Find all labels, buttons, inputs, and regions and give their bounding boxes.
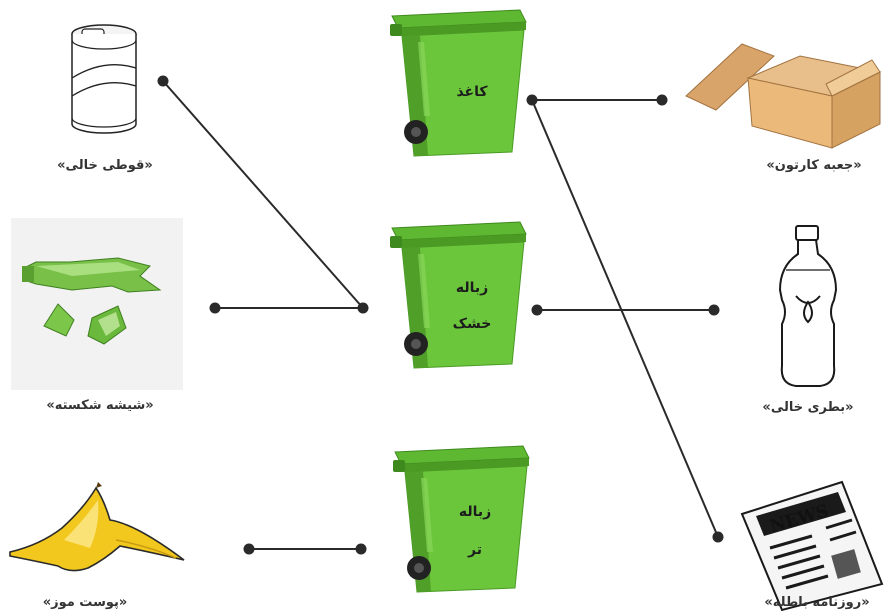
bin-paper-label: کاغذ <box>456 84 488 100</box>
caption-cardboard-box: «جعبه کارتون» <box>752 158 876 173</box>
dot-bottle <box>709 305 720 316</box>
caption-empty-bottle: «بطری خالی» <box>756 400 860 415</box>
bin-wet-label-line1: زباله <box>459 504 491 520</box>
line-newspaper-to-paper <box>532 100 718 537</box>
caption-newspaper: «روزنامه باطله» <box>750 595 884 610</box>
bin-wet: زباله تر <box>393 446 529 592</box>
caption-empty-can: «قوطی خالی» <box>48 158 162 173</box>
dot-dry-left <box>358 303 369 314</box>
dot-paper-right <box>527 95 538 106</box>
banana-peel-illustration <box>10 482 184 571</box>
dot-newspaper <box>713 532 724 543</box>
dot-box <box>657 95 668 106</box>
cardboard-box-illustration <box>686 44 880 148</box>
dot-dry-right <box>532 305 543 316</box>
bin-dry-label-line2: خشک <box>453 316 492 332</box>
bin-paper: کاغذ <box>390 10 526 156</box>
broken-glass-illustration <box>11 218 183 390</box>
bin-wet-label-line2: تر <box>467 542 482 558</box>
plastic-bottle-illustration <box>780 226 836 386</box>
empty-can-illustration <box>72 25 136 133</box>
line-can-to-dry <box>163 81 363 308</box>
dot-glass <box>210 303 221 314</box>
bin-dry-label-line1: زباله <box>456 280 488 296</box>
caption-banana-peel: «پوست موز» <box>30 595 140 610</box>
dot-wet-left <box>356 544 367 555</box>
caption-broken-glass: «شیشه شکسته» <box>38 398 162 413</box>
newspaper-illustration: NEWS <box>742 482 882 610</box>
dot-can <box>158 76 169 87</box>
bin-dry: زباله خشک <box>390 222 526 368</box>
dot-banana <box>244 544 255 555</box>
